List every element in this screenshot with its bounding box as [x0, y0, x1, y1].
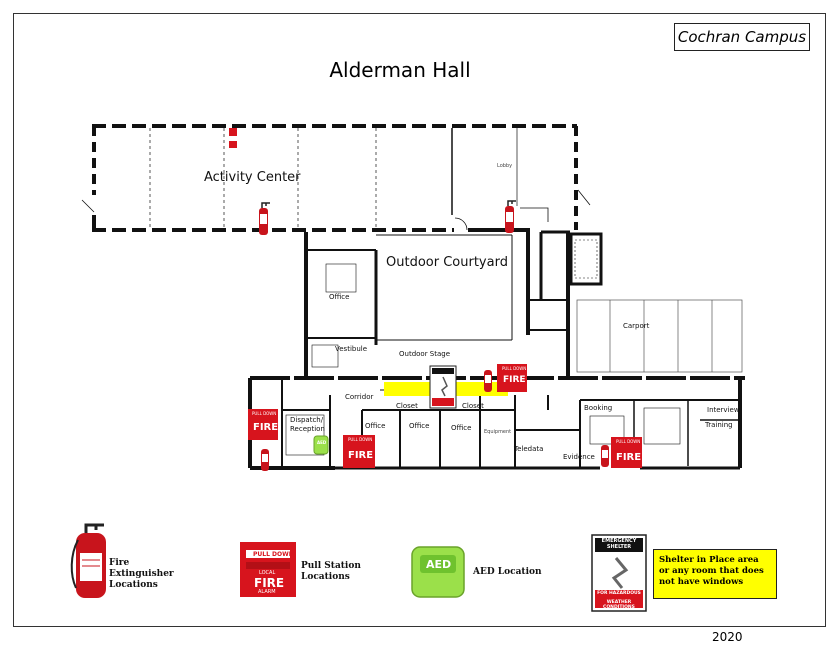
shelter-sign-plan-icon	[429, 365, 457, 409]
room-training: Training	[705, 421, 733, 429]
legend-emergency-shelter-text: EMERGENCY SHELTER	[601, 538, 637, 550]
campus-label: Cochran Campus	[674, 23, 810, 51]
building-title: Alderman Hall	[329, 58, 471, 82]
room-outdoor-courtyard: Outdoor Courtyard	[386, 255, 508, 270]
pull-dispatch-text: PULL DOWN	[252, 411, 277, 416]
room-office-3: Office	[451, 424, 472, 432]
legend-weather-text: WEATHER CONDITIONS	[603, 600, 635, 610]
legend-local-text: LOCAL	[259, 570, 276, 576]
room-corridor: Corridor	[345, 393, 374, 401]
extinguisher-dispatch-icon	[261, 449, 269, 471]
room-activity-center: Activity Center	[204, 170, 301, 185]
extinguisher-stage-icon	[484, 370, 492, 392]
room-lobby: Lobby	[497, 163, 513, 169]
legend-aed-icon	[411, 546, 465, 598]
legend-shelter-sign-icon	[591, 534, 647, 612]
aed-plan-text: AED	[317, 440, 327, 445]
legend-aed-label: AED Location	[473, 567, 542, 577]
legend-pull-station-icon	[240, 542, 296, 597]
extinguisher-lobby-icon	[505, 200, 516, 233]
room-evidence: Evidence	[563, 453, 595, 461]
room-vestibule: Vestibule	[335, 345, 368, 353]
pull-booking-text: PULL DOWN	[616, 439, 641, 444]
legend-shelter-note: Shelter in Place area or any room that d…	[653, 549, 777, 599]
pull-booking-fire: FIRE	[616, 452, 642, 463]
legend-hazardous-text: FOR HAZARDOUS	[597, 591, 641, 596]
year-label: 2020	[712, 630, 743, 644]
room-dispatch-reception: Dispatch/ Reception	[290, 416, 325, 433]
room-office-2: Office	[409, 422, 430, 430]
extinguisher-activity-center-icon	[259, 202, 270, 235]
pull-stage-text: PULL DOWN	[502, 366, 527, 371]
pull-station-office-icon	[343, 435, 375, 468]
room-closet-1: Closet	[396, 402, 418, 410]
pull-station-stage-icon	[497, 364, 527, 392]
room-booking: Booking	[584, 404, 613, 412]
room-teledata: Teledata	[514, 445, 544, 453]
pull-stage-fire: FIRE	[503, 375, 526, 385]
legend-aed-text: AED	[426, 558, 452, 571]
legend-alarm-text: ALARM	[258, 589, 276, 595]
room-carport: Carport	[623, 322, 650, 330]
fire-marker-top-icon	[229, 128, 237, 148]
room-interview: Interview	[707, 406, 740, 414]
pull-office-text: PULL DOWN	[348, 437, 373, 442]
legend-pull-down-text: PULL DOWN	[253, 551, 294, 558]
carport-outline	[576, 299, 743, 373]
middle-wing-walls	[304, 230, 603, 378]
legend-pull-station-label: Pull Station Locations	[301, 561, 361, 582]
room-office-upper: Office	[329, 293, 350, 301]
room-closet-2: Closet	[462, 402, 484, 410]
room-outdoor-stage: Outdoor Stage	[399, 350, 451, 358]
pull-office-fire: FIRE	[348, 450, 374, 461]
pull-station-dispatch-icon	[248, 409, 278, 440]
pull-station-booking-icon	[611, 437, 642, 468]
legend-extinguisher-icon	[70, 523, 106, 598]
map-frame	[13, 13, 826, 627]
aed-plan-icon	[313, 435, 329, 455]
room-equipment: Equipment	[484, 429, 512, 435]
room-office-1: Office	[365, 422, 386, 430]
upper-hall-walls	[81, 124, 591, 232]
legend-fire-text: FIRE	[254, 576, 285, 590]
pull-dispatch-fire: FIRE	[253, 422, 279, 433]
legend-extinguisher-label: Fire Extinguisher Locations	[109, 558, 174, 590]
extinguisher-booking-icon	[601, 445, 609, 467]
